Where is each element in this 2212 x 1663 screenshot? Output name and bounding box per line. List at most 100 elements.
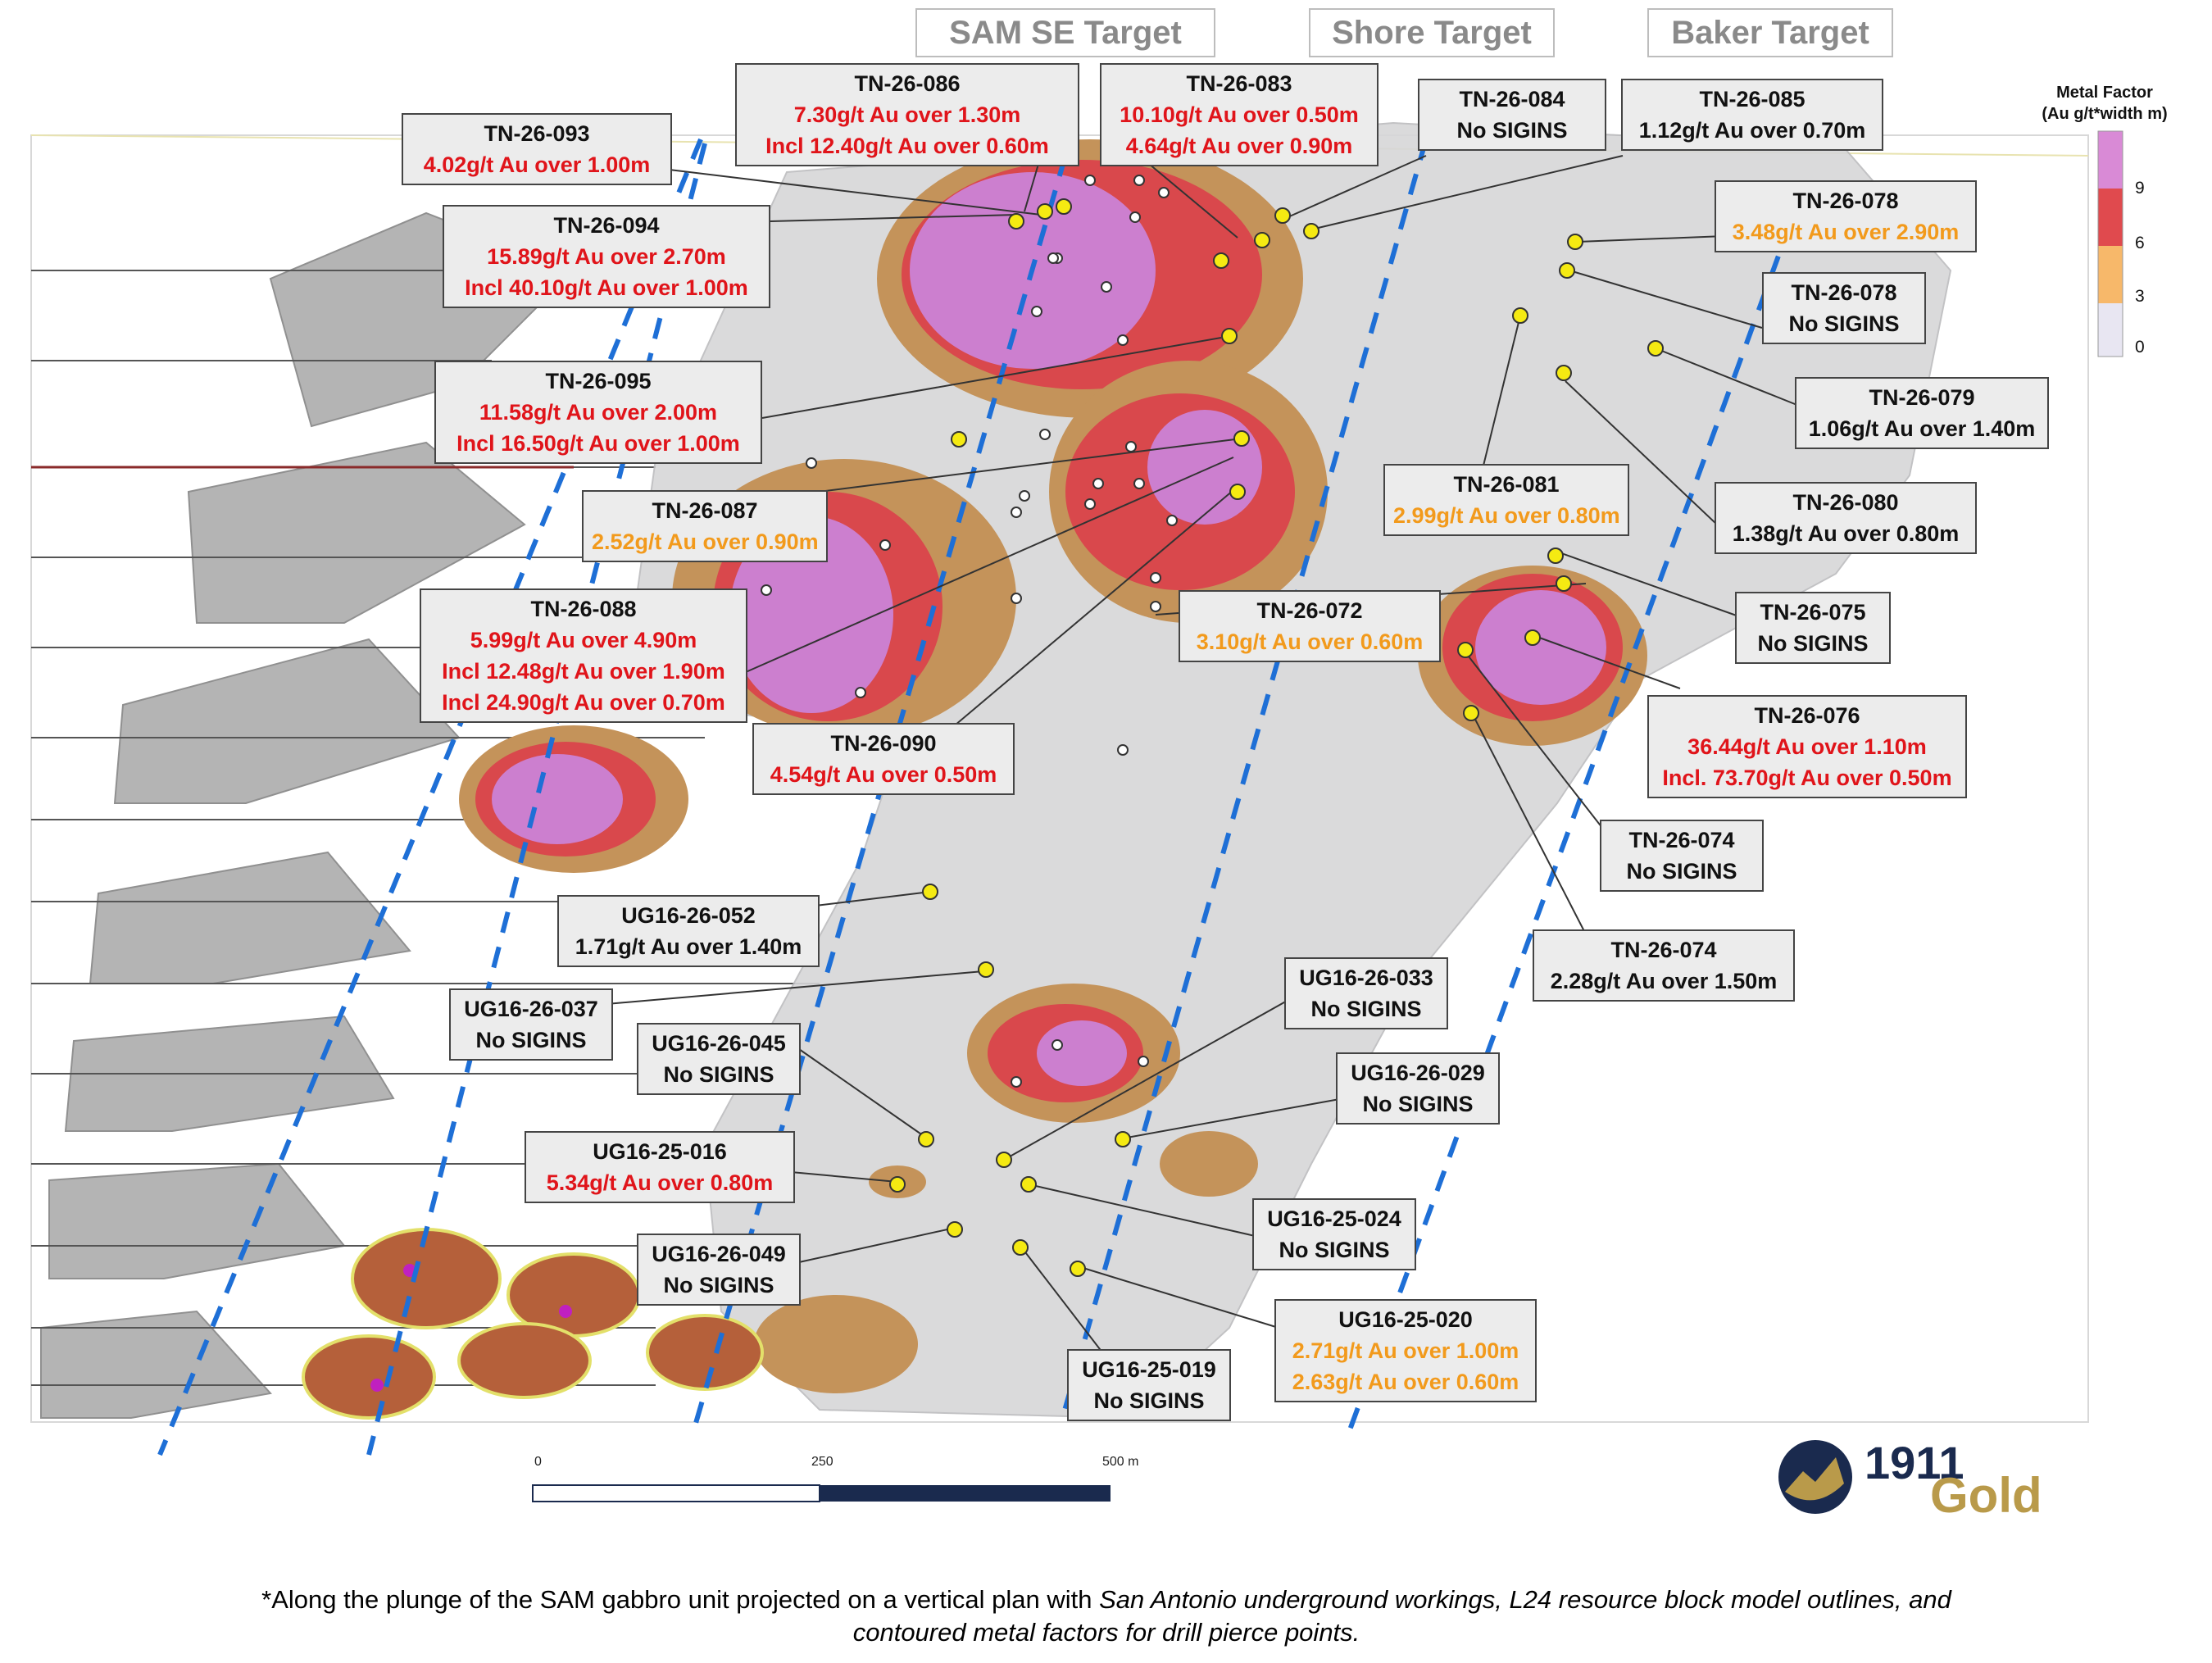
callout-assay: 2.99g/t Au over 0.80m xyxy=(1393,503,1620,528)
callout-hole-id: TN-26-076 xyxy=(1754,703,1860,728)
pierce-point xyxy=(1556,575,1572,592)
callout-box: TN-26-072 3.10g/t Au over 0.60m xyxy=(1179,590,1441,662)
callout-hole-id: TN-26-074 xyxy=(1610,938,1717,962)
callout-hole-id: TN-26-078 xyxy=(1792,189,1899,213)
pierce-point xyxy=(1213,252,1229,269)
scale-bar xyxy=(532,1484,1111,1502)
callout-box: UG16-25-019 No SIGINS xyxy=(1067,1349,1231,1421)
legend-tick: 3 xyxy=(2135,287,2145,306)
pierce-point xyxy=(1254,232,1270,248)
pierce-point xyxy=(1020,1176,1037,1193)
pierce-point xyxy=(1457,642,1474,658)
pierce-point xyxy=(1463,705,1479,721)
callout-assay: 1.71g/t Au over 1.40m xyxy=(575,934,802,959)
callout-assay: Incl 16.50g/t Au over 1.00m xyxy=(456,431,740,456)
callout-hole-id: TN-26-079 xyxy=(1869,385,1975,410)
callout-box: UG16-26-045 No SIGINS xyxy=(637,1023,801,1095)
target-label-shore: Shore Target xyxy=(1309,8,1555,57)
callout-hole-id: TN-26-086 xyxy=(854,71,961,96)
callout-assay: 1.06g/t Au over 1.40m xyxy=(1808,416,2036,441)
pierce-point xyxy=(951,431,967,448)
callout-hole-id: TN-26-093 xyxy=(484,121,590,146)
pierce-point xyxy=(889,1176,906,1193)
callout-hole-id: UG16-26-033 xyxy=(1299,966,1433,990)
callout-hole-id: TN-26-090 xyxy=(830,731,937,756)
pierce-point xyxy=(978,961,994,978)
callout-hole-id: TN-26-095 xyxy=(545,369,652,393)
callout-hole-id: TN-26-087 xyxy=(652,498,758,523)
pierce-point xyxy=(1229,484,1246,500)
callout-assay: No SIGINS xyxy=(1310,997,1422,1021)
pierce-point xyxy=(947,1221,963,1238)
callout-assay: No SIGINS xyxy=(663,1062,774,1087)
callout-hole-id: UG16-26-049 xyxy=(652,1242,786,1266)
legend-tick: 0 xyxy=(2135,338,2145,357)
pierce-point xyxy=(1056,198,1072,215)
callout-box: TN-26-084 No SIGINS xyxy=(1418,79,1606,151)
company-logo-icon xyxy=(1778,1440,1852,1514)
callout-assay: 5.34g/t Au over 0.80m xyxy=(546,1170,774,1195)
callout-hole-id: UG16-26-037 xyxy=(464,997,598,1021)
pierce-point xyxy=(918,1131,934,1147)
callout-hole-id: TN-26-083 xyxy=(1186,71,1292,96)
legend-tick: 6 xyxy=(2135,234,2145,252)
callout-assay: 3.10g/t Au over 0.60m xyxy=(1196,629,1424,654)
target-label-baker: Baker Target xyxy=(1647,8,1893,57)
callout-hole-id: TN-26-072 xyxy=(1256,598,1363,623)
legend-tick: 9 xyxy=(2135,179,2145,198)
callout-assay: No SIGINS xyxy=(1456,118,1568,143)
pierce-point xyxy=(1556,365,1572,381)
callout-assay: No SIGINS xyxy=(1093,1388,1205,1413)
callout-assay: 2.52g/t Au over 0.90m xyxy=(592,529,819,554)
logo-number: 1911 xyxy=(1865,1437,1964,1488)
pierce-point xyxy=(1274,207,1291,224)
caption-part1: *Along the plunge of the SAM gabbro unit… xyxy=(261,1585,1100,1614)
pierce-points xyxy=(889,198,1664,1277)
legend-title: Metal Factor (Au g/t*width m) xyxy=(2042,84,2168,123)
callout-assay: 5.99g/t Au over 4.90m xyxy=(470,628,697,652)
callout-assay: 11.58g/t Au over 2.00m xyxy=(479,400,718,425)
callout-assay: Incl 24.90g/t Au over 0.70m xyxy=(442,690,725,715)
callout-hole-id: TN-26-080 xyxy=(1792,490,1899,515)
callout-assay: 2.63g/t Au over 0.60m xyxy=(1292,1370,1519,1394)
callout-hole-id: UG16-25-019 xyxy=(1082,1357,1216,1382)
legend-colorbar xyxy=(2097,130,2123,357)
callout-hole-id: UG16-26-029 xyxy=(1351,1061,1485,1085)
pierce-point xyxy=(1070,1261,1086,1277)
callout-hole-id: UG16-26-045 xyxy=(652,1031,786,1056)
callout-hole-id: UG16-25-020 xyxy=(1338,1307,1473,1332)
callout-assay: 4.54g/t Au over 0.50m xyxy=(770,762,997,787)
pierce-point xyxy=(1115,1131,1131,1147)
pierce-point xyxy=(1012,1239,1029,1256)
callout-assay: 2.28g/t Au over 1.50m xyxy=(1550,969,1778,993)
pierce-point xyxy=(1037,203,1053,220)
caption-line2: contoured metal factors for drill pierce… xyxy=(852,1618,1360,1647)
callout-assay: Incl. 73.70g/t Au over 0.50m xyxy=(1662,766,1952,790)
callout-hole-id: TN-26-084 xyxy=(1459,87,1565,111)
pierce-point xyxy=(922,884,938,900)
callout-assay: No SIGINS xyxy=(1362,1092,1474,1116)
pierce-point xyxy=(1303,223,1319,239)
callout-hole-id: TN-26-094 xyxy=(553,213,660,238)
pierce-point xyxy=(1567,234,1583,250)
underground-workings xyxy=(40,211,575,1419)
callout-assay: 15.89g/t Au over 2.70m xyxy=(487,244,726,269)
callout-assay: 1.12g/t Au over 0.70m xyxy=(1638,118,1866,143)
callout-hole-id: UG16-25-024 xyxy=(1267,1206,1401,1231)
pierce-point xyxy=(1008,213,1024,229)
callout-assay: Incl 12.40g/t Au over 0.60m xyxy=(765,134,1049,158)
callout-box: TN-26-090 4.54g/t Au over 0.50m xyxy=(752,723,1015,795)
